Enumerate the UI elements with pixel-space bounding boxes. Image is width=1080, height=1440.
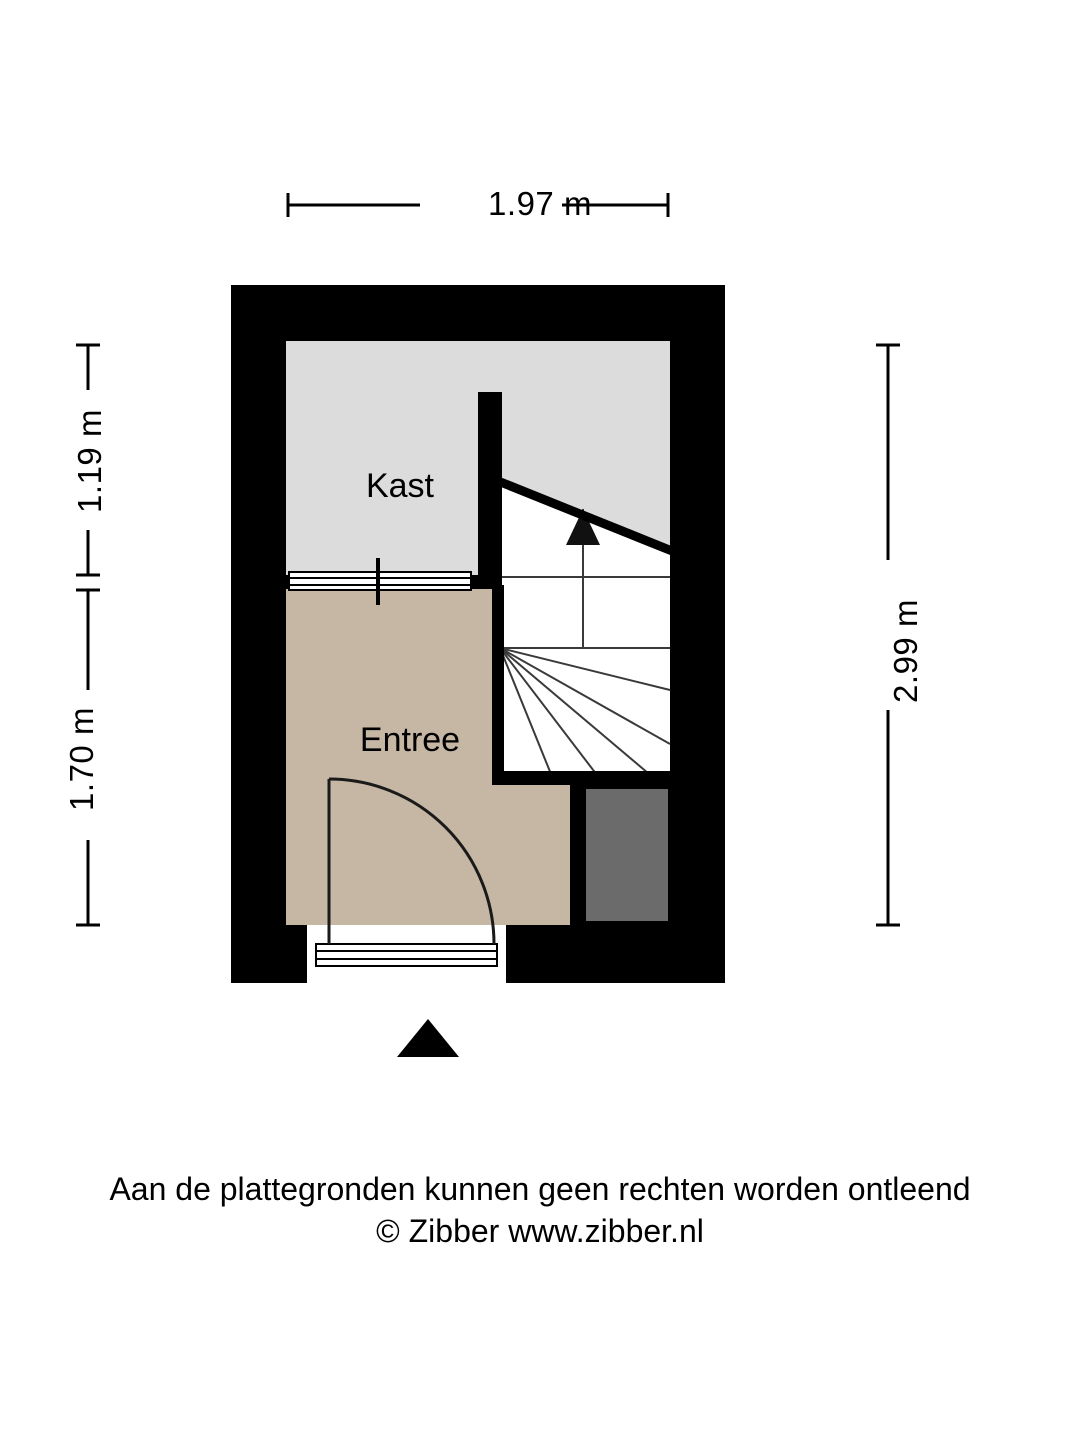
room-label-entree: Entree: [359, 721, 461, 759]
front-door: [307, 777, 506, 983]
staircase: [499, 483, 671, 780]
dimension-label-top: 1.97 m: [488, 185, 592, 222]
dimension-line-left-lower: [76, 588, 100, 927]
footer-disclaimer-line: Aan de plattegronden kunnen geen rechten…: [109, 1171, 971, 1207]
meter-cupboard: [586, 789, 668, 921]
diagonal-wall: [496, 476, 674, 556]
interior-door-kast: [288, 558, 472, 605]
stair-up-arrow-icon: [566, 509, 600, 545]
entrance-marker: [397, 1019, 459, 1057]
interior-wall-stub: [478, 392, 502, 585]
room-label-kast: Kast: [365, 467, 435, 505]
dimension-label-right: 2.99 m: [887, 599, 924, 703]
dimension-line-right: [876, 343, 900, 927]
dimension-label-left-lower: 1.70 m: [63, 707, 100, 811]
dimension-line-left-upper: [76, 343, 100, 577]
interior-wall-segments: [492, 585, 678, 785]
room-kast: [286, 341, 670, 575]
dimension-label-left-upper: 1.19 m: [71, 409, 108, 513]
footer-disclaimer: Aan de plattegronden kunnen geen rechten…: [0, 1168, 1080, 1252]
footer-copyright-line: © Zibber www.zibber.nl: [376, 1213, 704, 1249]
dimension-line-top: [286, 193, 670, 217]
